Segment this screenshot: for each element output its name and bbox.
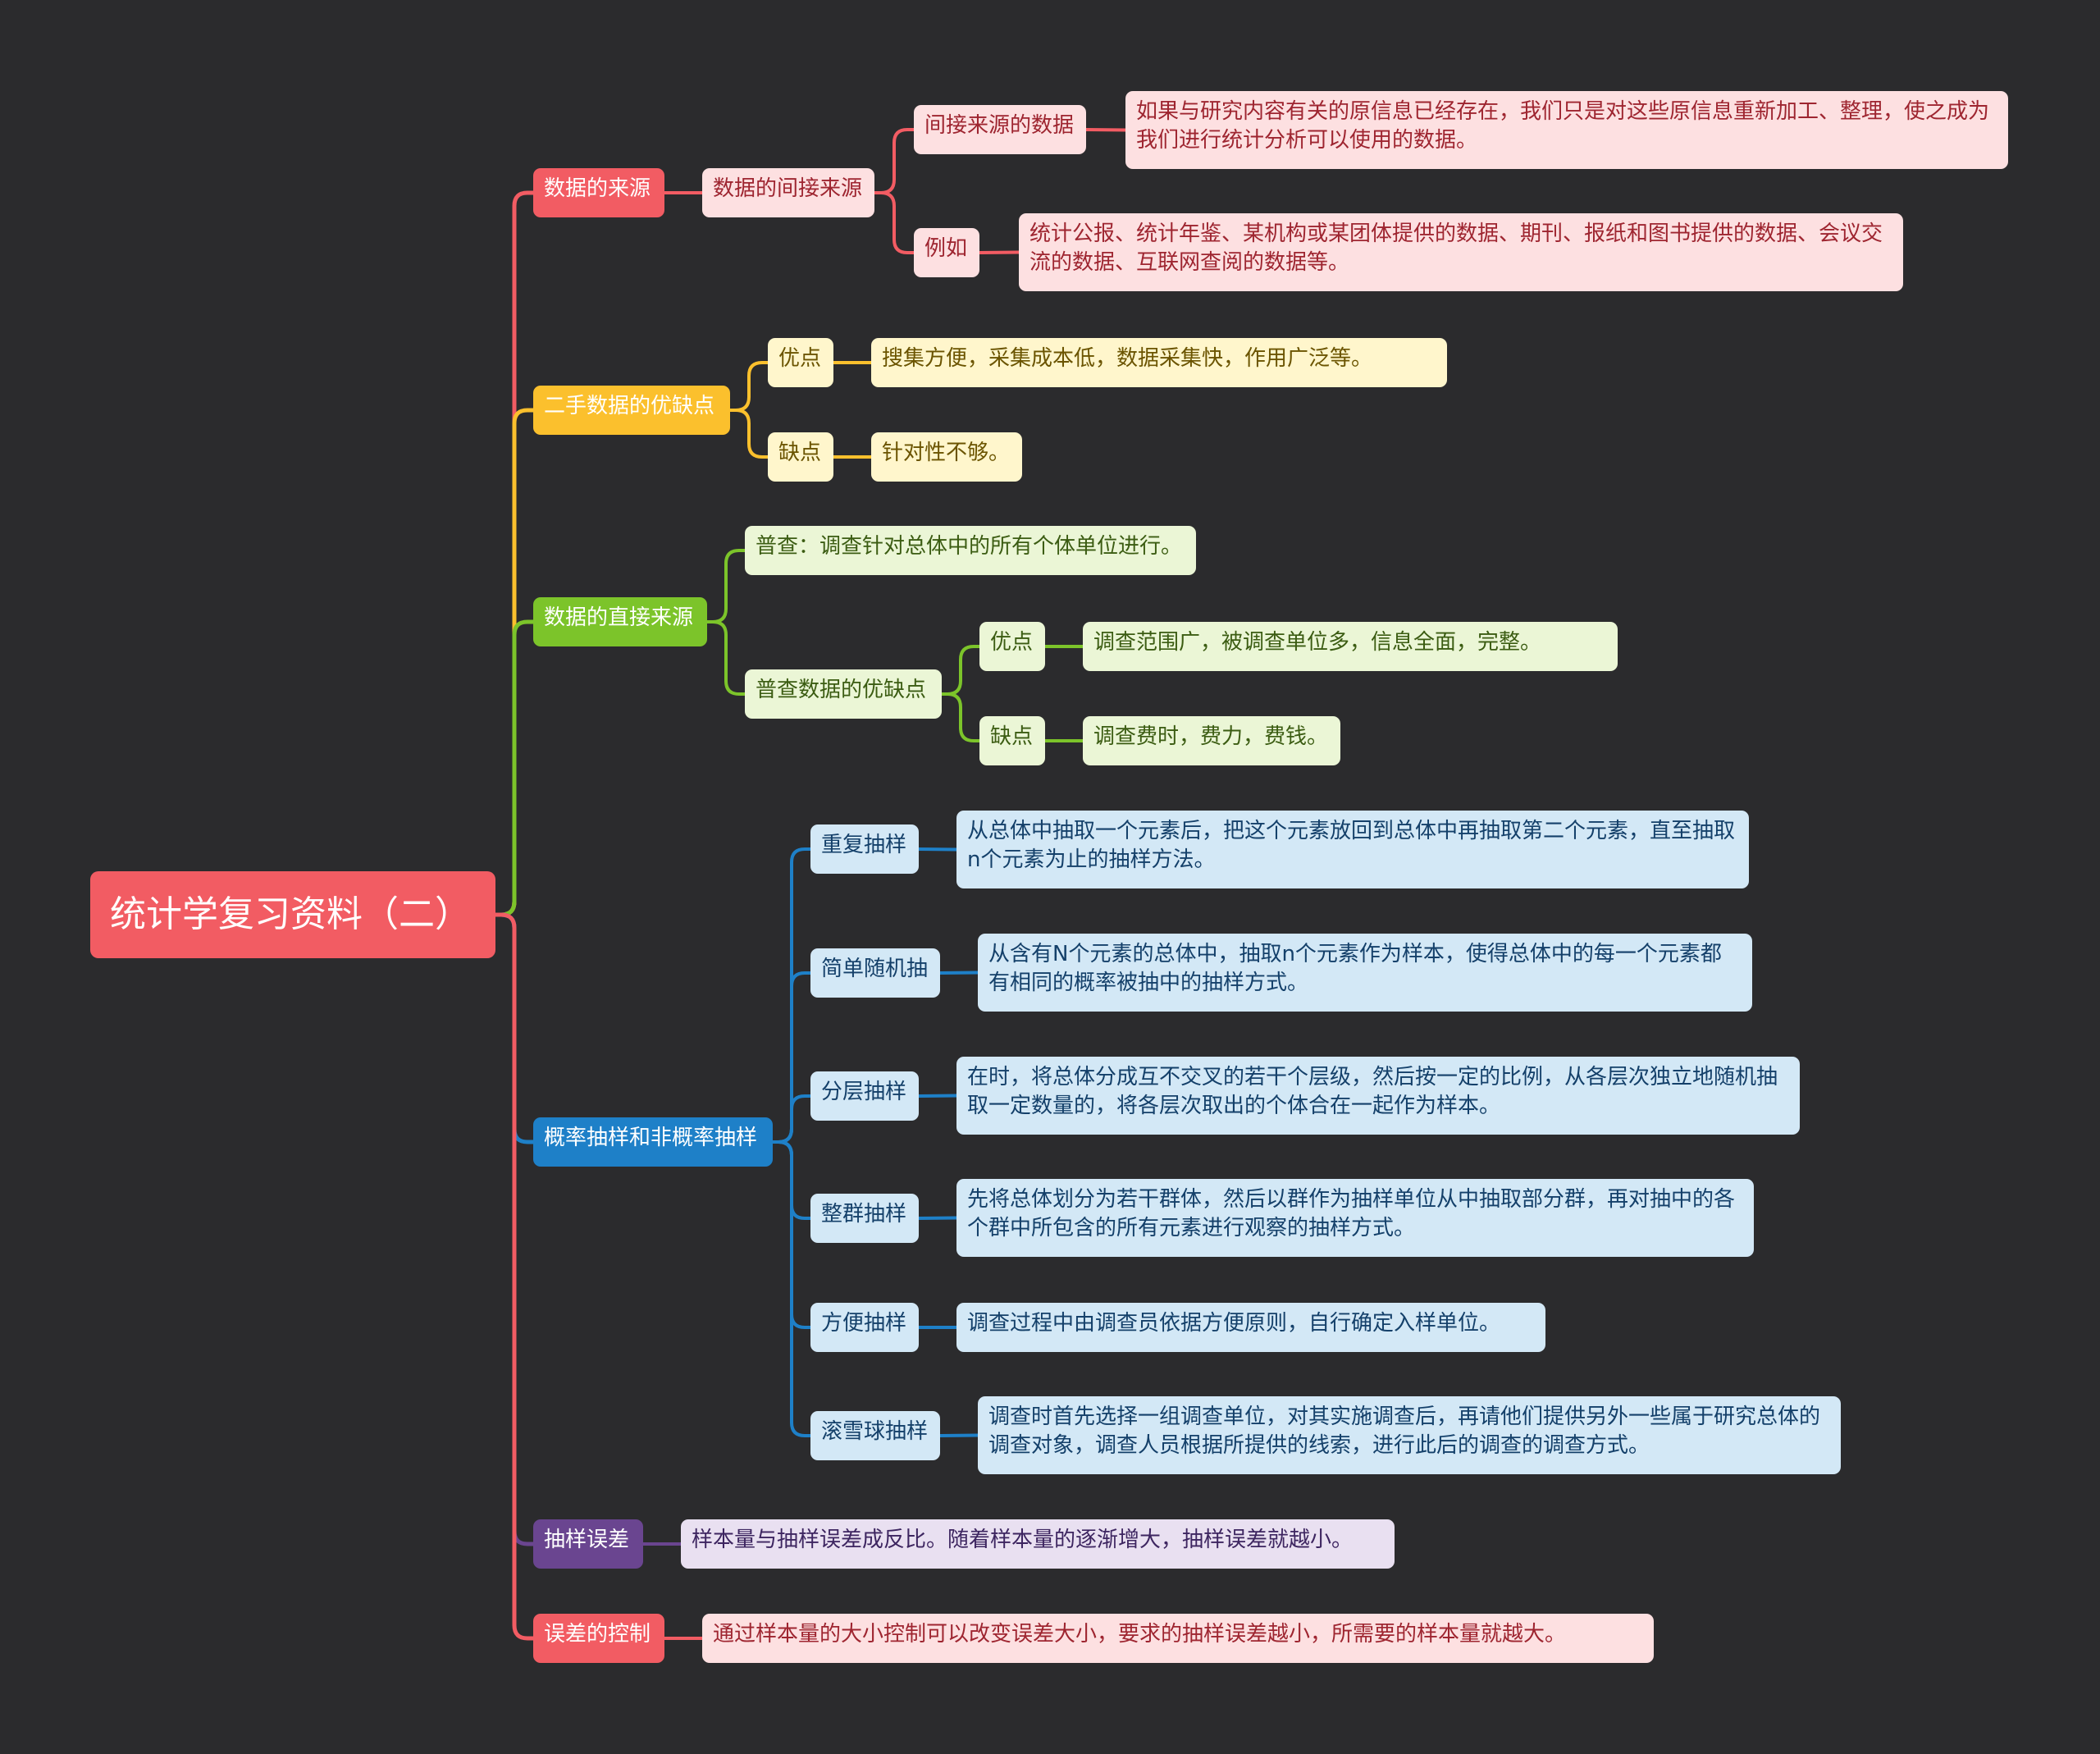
connector-b3-5-0 <box>938 1433 979 1437</box>
connector-b1-1 <box>728 409 769 459</box>
leaf-note[interactable]: 调查时首先选择一组调查单位，对其实施调查后，再请他们提供另外一些属于研究总体的调… <box>978 1396 1841 1474</box>
leaf-note[interactable]: 样本量与抽样误差成反比。随着样本量的逐渐增大，抽样误差就越小。 <box>681 1519 1395 1569</box>
connector-b2-0 <box>705 549 746 623</box>
subtopic-node[interactable]: 间接来源的数据 <box>914 105 1086 154</box>
connector-b0-0-1-0 <box>978 250 1020 254</box>
leaf-note[interactable]: 普查：调查针对总体中的所有个体单位进行。 <box>745 526 1196 575</box>
subtopic-node[interactable]: 滚雪球抽样 <box>810 1411 940 1460</box>
connector-b3-2 <box>771 1094 812 1144</box>
root-node[interactable]: 统计学复习资料（二） <box>90 871 495 958</box>
branch-node-6[interactable]: 误差的控制 <box>533 1614 664 1663</box>
subtopic-node[interactable]: 重复抽样 <box>810 824 919 874</box>
connector-b2-1 <box>705 620 746 696</box>
connector-b2-1-1 <box>940 692 981 742</box>
leaf-note[interactable]: 调查范围广，被调查单位多，信息全面，完整。 <box>1083 622 1618 671</box>
leaf-note[interactable]: 从含有N个元素的总体中，抽取n个元素作为样本，使得总体中的每一个元素都有相同的概… <box>978 934 1752 1012</box>
leaf-note[interactable]: 在时，将总体分成互不交叉的若干个层级，然后按一定的比例，从各层次独立地随机抽取一… <box>956 1057 1800 1135</box>
branch-node-4[interactable]: 概率抽样和非概率抽样 <box>533 1117 773 1167</box>
leaf-note[interactable]: 针对性不够。 <box>871 432 1022 482</box>
connector-b3-0-0 <box>917 847 958 852</box>
subtopic-node[interactable]: 整群抽样 <box>810 1194 919 1243</box>
leaf-note[interactable]: 先将总体划分为若干群体，然后以群作为抽样单位从中抽取部分群，再对抽中的各个群中所… <box>956 1179 1754 1257</box>
connector-b3-1-0 <box>938 971 979 975</box>
connector-b0-0-1 <box>873 191 915 254</box>
subtopic-node[interactable]: 简单随机抽 <box>810 948 940 998</box>
subtopic-node[interactable]: 优点 <box>979 622 1045 671</box>
subtopic-node[interactable]: 缺点 <box>979 716 1045 765</box>
subtopic-node[interactable]: 缺点 <box>768 432 833 482</box>
connector-b3-5 <box>771 1140 812 1437</box>
subtopic-node[interactable]: 分层抽样 <box>810 1071 919 1121</box>
leaf-note[interactable]: 调查费时，费力，费钱。 <box>1083 716 1340 765</box>
leaf-note[interactable]: 通过样本量的大小控制可以改变误差大小，要求的抽样误差越小，所需要的样本量就越大。 <box>702 1614 1654 1663</box>
subtopic-node[interactable]: 方便抽样 <box>810 1303 919 1352</box>
subtopic-node[interactable]: 例如 <box>914 228 979 277</box>
subtopic-node[interactable]: 数据的间接来源 <box>702 168 874 217</box>
leaf-note[interactable]: 从总体中抽取一个元素后，把这个元素放回到总体中再抽取第二个元素，直至抽取n个元素… <box>956 811 1749 888</box>
branch-node-1[interactable]: 数据的来源 <box>533 168 664 217</box>
subtopic-node[interactable]: 优点 <box>768 338 833 387</box>
connector-b0-0-0 <box>873 128 915 194</box>
connector-b2-1-0 <box>940 645 981 696</box>
connector-b2 <box>493 619 536 917</box>
leaf-note[interactable]: 调查过程中由调查员依据方便原则，自行确定入样单位。 <box>956 1303 1545 1352</box>
branch-node-2[interactable]: 二手数据的优缺点 <box>533 386 730 435</box>
subtopic-node[interactable]: 普查数据的优缺点 <box>745 669 942 719</box>
connector-b1-0 <box>728 361 769 412</box>
connector-b3-3-0 <box>917 1216 958 1220</box>
branch-node-3[interactable]: 数据的直接来源 <box>533 597 707 646</box>
leaf-note[interactable]: 搜集方便，采集成本低，数据采集快，作用广泛等。 <box>871 338 1447 387</box>
leaf-note[interactable]: 统计公报、统计年鉴、某机构或某团体提供的数据、期刊、报纸和图书提供的数据、会议交… <box>1019 213 1903 291</box>
leaf-note[interactable]: 如果与研究内容有关的原信息已经存在，我们只是对这些原信息重新加工、整理，使之成为… <box>1125 91 2008 169</box>
connector-b3-2-0 <box>917 1094 958 1098</box>
connector-b5 <box>493 912 536 1641</box>
branch-node-5[interactable]: 抽样误差 <box>533 1519 643 1569</box>
